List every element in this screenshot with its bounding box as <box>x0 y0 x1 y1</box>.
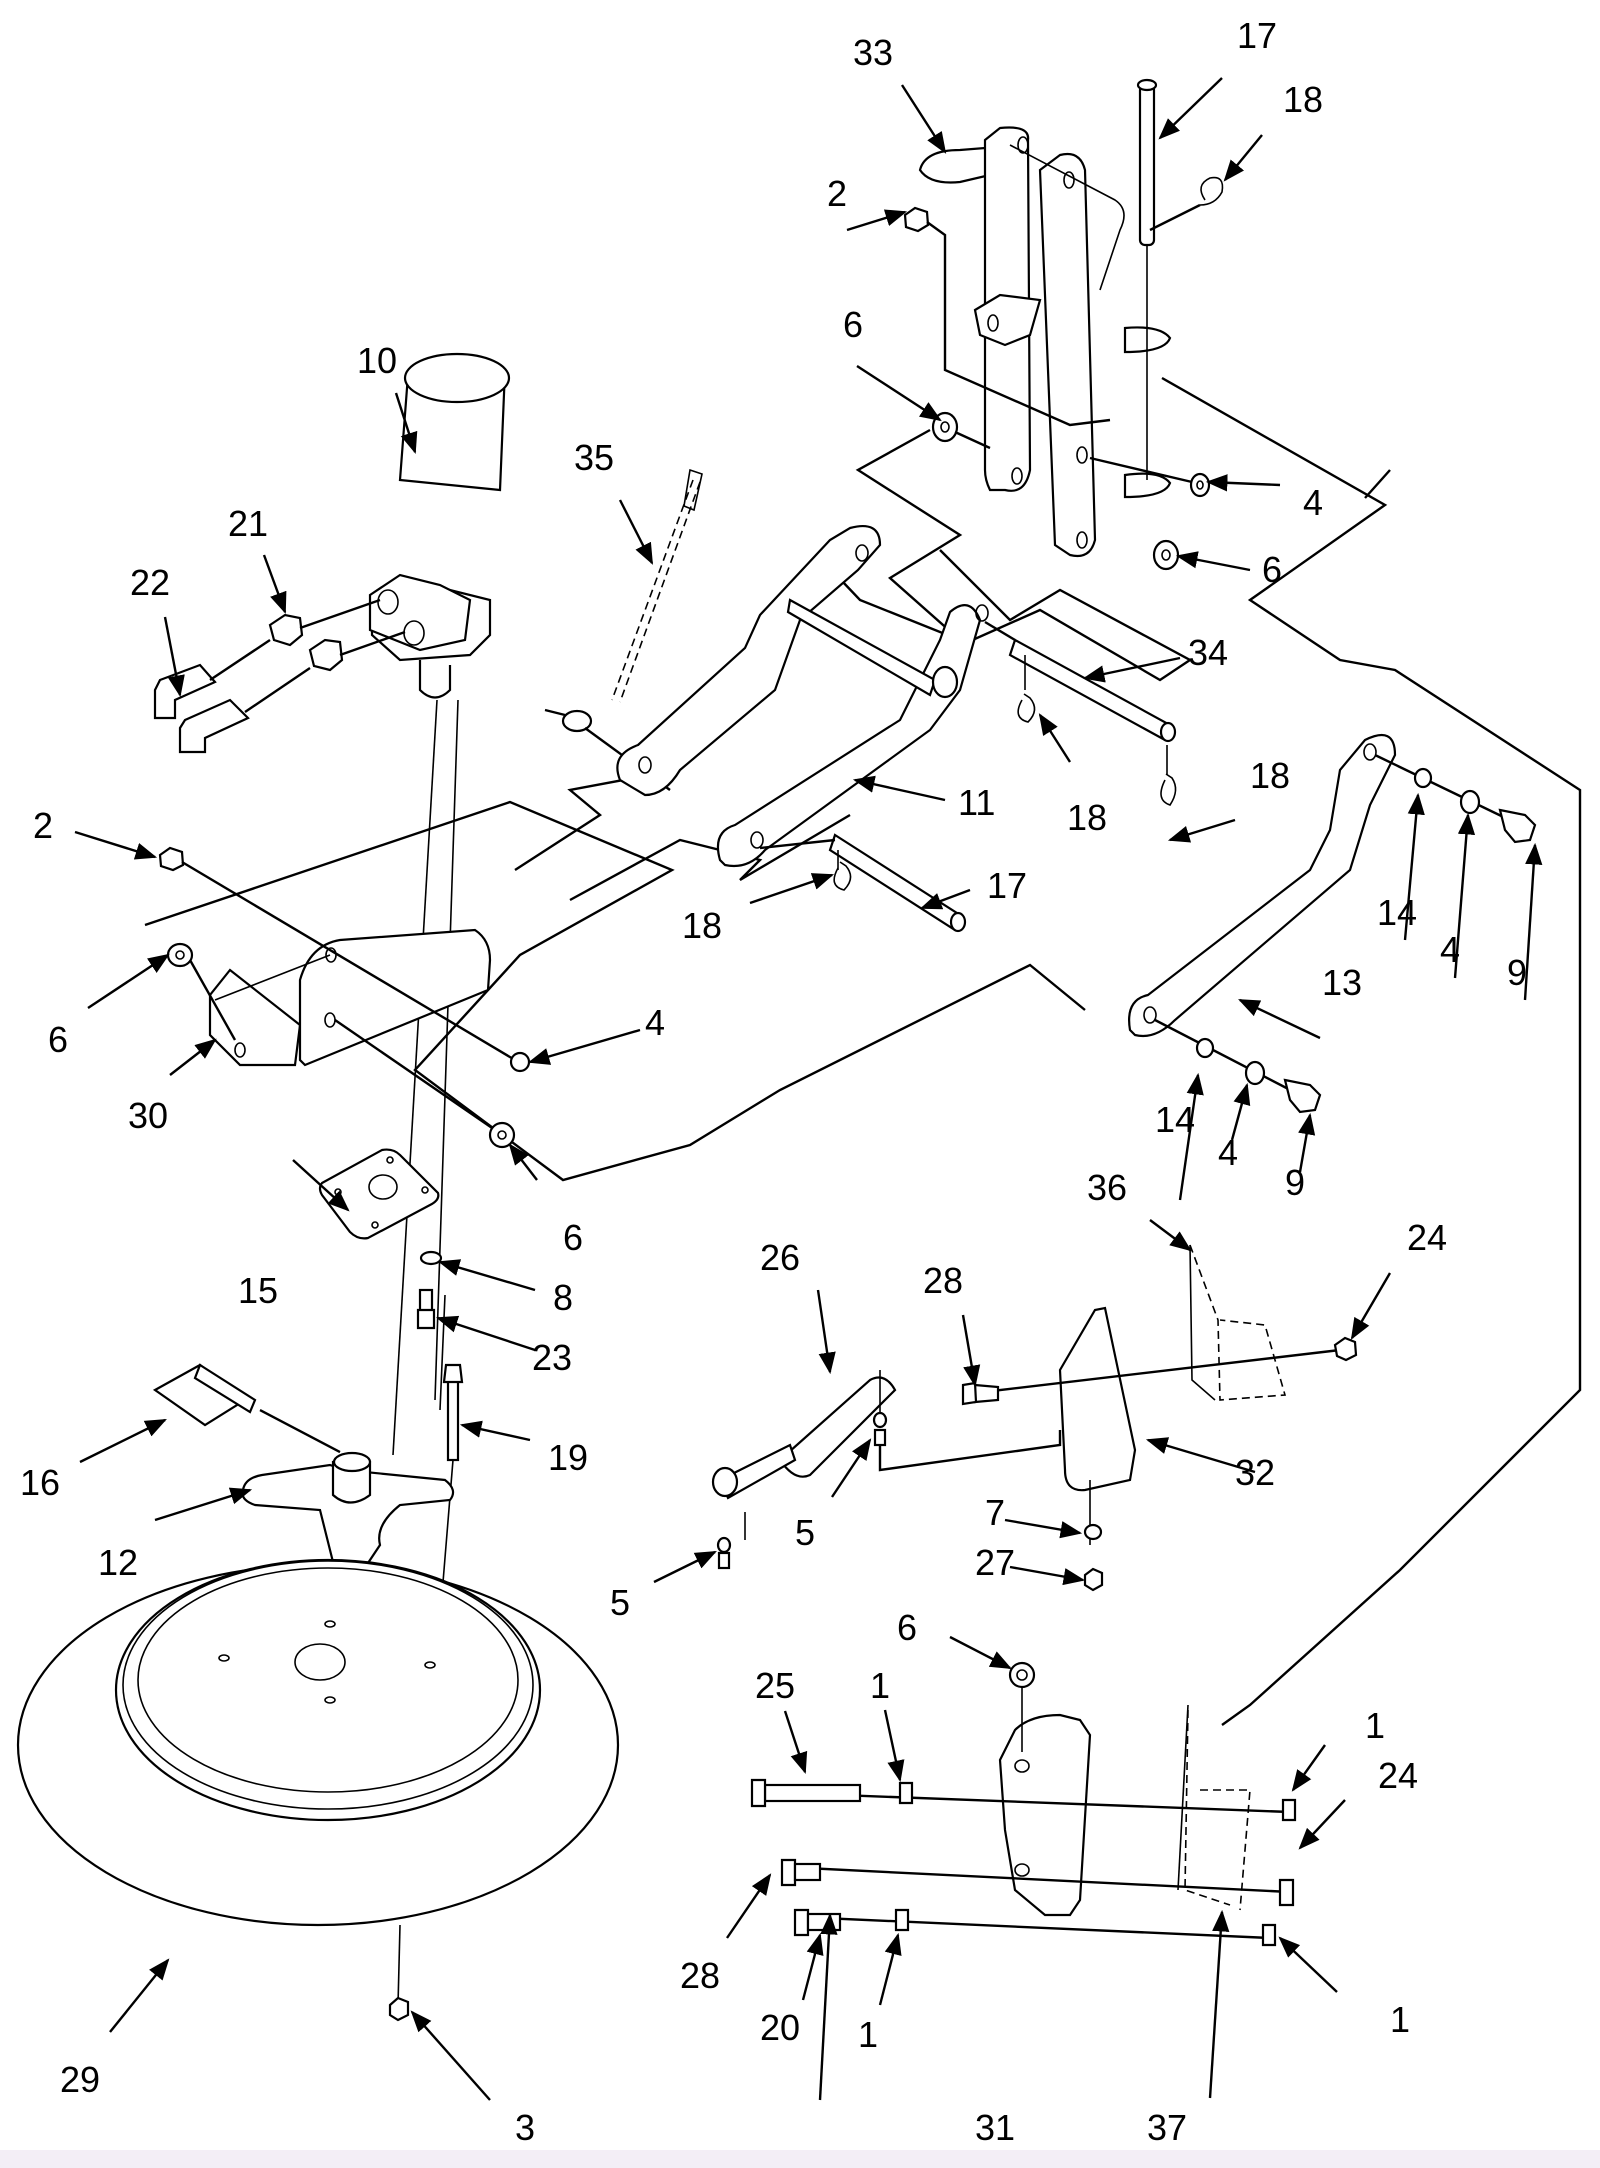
callout-1: 1 <box>1365 1705 1385 1746</box>
part-gas-spring-26 <box>711 1370 1062 1570</box>
bottom-strip <box>0 2150 1600 2168</box>
callout-19: 19 <box>548 1437 588 1478</box>
callout-20: 20 <box>760 2007 800 2048</box>
part-arm-11 <box>616 524 989 868</box>
part-bracket-36 <box>1189 1244 1358 1401</box>
callout-34: 34 <box>1188 632 1228 673</box>
callout-35: 35 <box>574 437 614 478</box>
callout-1: 1 <box>1390 1999 1410 2040</box>
callout-25: 25 <box>755 1665 795 1706</box>
callout-4: 4 <box>1303 482 1323 523</box>
part-fasteners-30 <box>158 846 531 1149</box>
part-bolt-23 <box>416 1288 436 1330</box>
part-fittings-22 <box>153 639 311 754</box>
callout-27: 27 <box>975 1542 1015 1583</box>
callout-15: 15 <box>238 1270 278 1311</box>
part-pin-34 <box>984 620 1177 775</box>
part-bracket-37 <box>1177 1704 1251 1911</box>
callout-10: 10 <box>357 340 397 381</box>
callout-16: 16 <box>20 1462 60 1503</box>
part-nut-2-top <box>903 206 1111 427</box>
callout-3: 3 <box>515 2107 535 2148</box>
callout-18: 18 <box>1283 79 1323 120</box>
callout-32: 32 <box>1235 1452 1275 1493</box>
callout-14: 14 <box>1377 892 1417 933</box>
callout-28: 28 <box>680 1955 720 1996</box>
leader-arrows <box>74 77 1543 2101</box>
part-pin-17-top <box>1136 78 1158 480</box>
callout-7: 7 <box>985 1492 1005 1533</box>
callout-17: 17 <box>987 865 1027 906</box>
callout-18: 18 <box>1067 797 1107 838</box>
callout-30: 30 <box>128 1095 168 1136</box>
callout-24: 24 <box>1407 1217 1447 1258</box>
callout-6: 6 <box>897 1607 917 1648</box>
callout-6: 6 <box>48 1019 68 1060</box>
callout-4: 4 <box>1218 1132 1238 1173</box>
part-bracket-32 <box>961 1306 1341 1592</box>
part-plate-15 <box>318 1148 440 1240</box>
part-washer-6-right <box>1152 539 1180 571</box>
callout-26: 26 <box>760 1237 800 1278</box>
callout-28: 28 <box>923 1260 963 1301</box>
callout-11: 11 <box>958 782 995 823</box>
callout-13: 13 <box>1322 962 1362 1003</box>
assembly-guide-lines <box>144 376 1582 1726</box>
callout-1: 1 <box>870 1665 890 1706</box>
callout-33: 33 <box>853 32 893 73</box>
part-base-29 <box>16 1558 620 2022</box>
callout-2: 2 <box>33 805 53 846</box>
callout-6: 6 <box>1262 549 1282 590</box>
part-mount-bracket-33 <box>918 126 1172 558</box>
callout-29: 29 <box>60 2059 100 2100</box>
callout-4: 4 <box>645 1002 665 1043</box>
callout-5: 5 <box>610 1582 630 1623</box>
callout-17: 17 <box>1237 15 1277 56</box>
callout-36: 36 <box>1087 1167 1127 1208</box>
callout-labels: 33 17 18 2 6 4 6 10 35 21 22 34 11 18 18… <box>20 15 1527 2148</box>
part-pin-16 <box>152 1363 341 1454</box>
part-hub-12 <box>241 1451 455 1578</box>
callout-2: 2 <box>827 173 847 214</box>
callout-4: 4 <box>1440 929 1460 970</box>
part-arm-13 <box>1128 733 1397 1038</box>
part-hardware-9-14-4 <box>1154 753 1537 1114</box>
part-washer-6-top <box>931 411 991 450</box>
part-washer-8 <box>419 1250 443 1266</box>
part-nuts-21 <box>268 598 406 672</box>
callout-6: 6 <box>843 304 863 345</box>
part-bracket-30 <box>208 928 492 1067</box>
callout-18: 18 <box>682 905 722 946</box>
part-bracket-31 <box>998 1661 1092 1917</box>
part-motor-10 <box>368 352 511 699</box>
part-clip-18-top <box>1149 176 1224 232</box>
callout-5: 5 <box>795 1512 815 1553</box>
callout-9: 9 <box>1507 952 1527 993</box>
callout-1: 1 <box>858 2014 878 2055</box>
callout-8: 8 <box>553 1277 573 1318</box>
part-shaft-lines <box>392 699 459 1456</box>
callout-9: 9 <box>1285 1162 1305 1203</box>
callout-24: 24 <box>1378 1755 1418 1796</box>
callout-6: 6 <box>563 1217 583 1258</box>
callout-12: 12 <box>98 1542 138 1583</box>
callout-21: 21 <box>228 503 268 544</box>
callout-23: 23 <box>532 1337 572 1378</box>
callout-37: 37 <box>1147 2107 1187 2148</box>
callout-14: 14 <box>1155 1099 1195 1140</box>
callout-22: 22 <box>130 562 170 603</box>
callout-31: 31 <box>975 2107 1015 2148</box>
callout-18: 18 <box>1250 755 1290 796</box>
part-clips-18-mid <box>833 693 1177 891</box>
